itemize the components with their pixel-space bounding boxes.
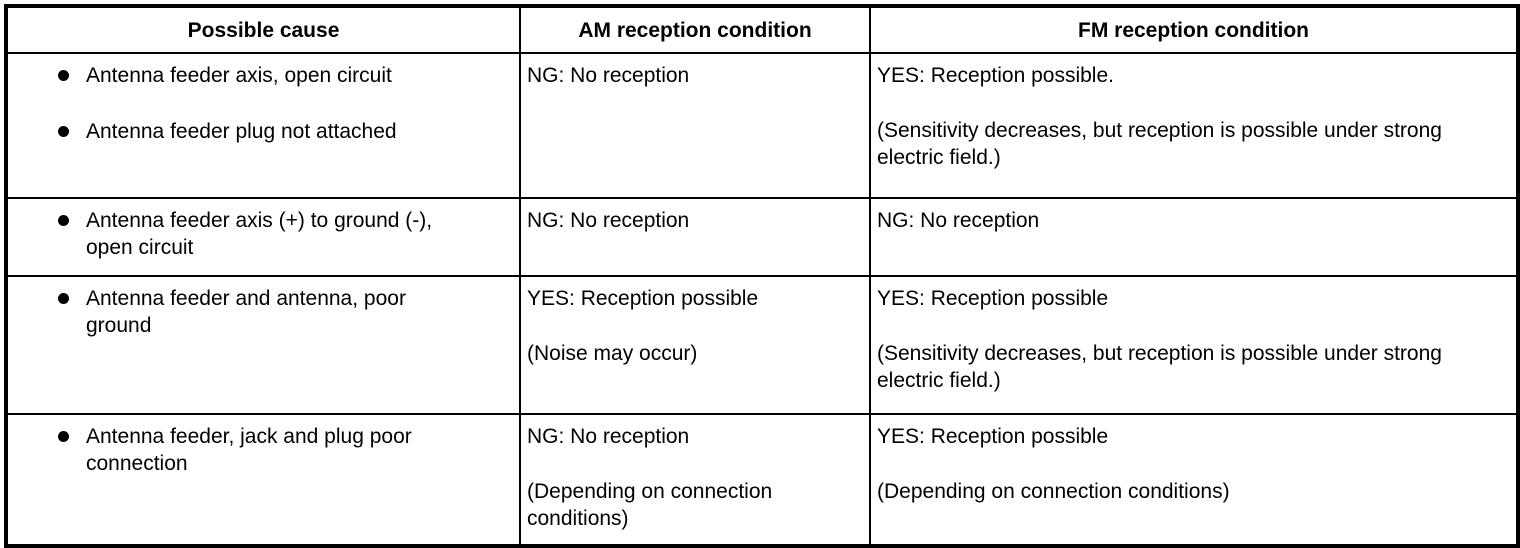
condition-note: (Sensitivity decreases, but reception is…: [877, 119, 1442, 169]
condition-text: YES: Reception possible: [877, 287, 1109, 310]
cause-item: Antenna feeder axis (+) to ground (-), o…: [8, 207, 509, 261]
cause-text: Antenna feeder, jack and plug poor conne…: [86, 425, 412, 475]
cause-text: Antenna feeder and antenna, poor ground: [86, 287, 406, 337]
cause-cell: Antenna feeder, jack and plug poor conne…: [5, 413, 521, 547]
fm-condition-cell: YES: Reception possible (Depending on co…: [869, 413, 1519, 547]
am-condition-cell: NG: No reception (Depending on connectio…: [519, 413, 871, 547]
cause-item: Antenna feeder and antenna, poor ground: [8, 285, 509, 339]
am-condition-cell: NG: No reception: [519, 197, 871, 277]
cause-cell: Antenna feeder axis, open circuit Antenn…: [5, 52, 521, 199]
am-condition-cell: YES: Reception possible (Noise may occur…: [519, 275, 871, 415]
table-row-4: Antenna feeder, jack and plug poor conne…: [5, 413, 1519, 547]
reception-condition-table: Possible cause AM reception condition FM…: [4, 4, 1520, 548]
table-header-row: Possible cause AM reception condition FM…: [5, 5, 1519, 54]
cause-item: Antenna feeder axis, open circuit: [8, 62, 509, 89]
condition-text: YES: Reception possible: [527, 287, 759, 310]
cause-text: Antenna feeder plug not attached: [86, 120, 397, 143]
fm-condition-cell: NG: No reception: [869, 197, 1519, 277]
cause-text: Antenna feeder axis, open circuit: [86, 64, 392, 87]
condition-text: NG: No reception: [527, 64, 690, 87]
bullet-icon: [58, 293, 69, 304]
condition-note: (Sensitivity decreases, but reception is…: [877, 342, 1442, 392]
table-row-2: Antenna feeder axis (+) to ground (-), o…: [5, 197, 1519, 277]
fm-condition-cell: YES: Reception possible. (Sensitivity de…: [869, 52, 1519, 199]
bullet-icon: [58, 70, 69, 81]
am-condition-cell: NG: No reception: [519, 52, 871, 199]
cause-text: Antenna feeder axis (+) to ground (-), o…: [86, 209, 433, 259]
bullet-icon: [58, 431, 69, 442]
col-header-am-reception: AM reception condition: [519, 5, 871, 54]
col-header-possible-cause: Possible cause: [5, 5, 521, 54]
table-row-3: Antenna feeder and antenna, poor ground …: [5, 275, 1519, 415]
bullet-icon: [58, 215, 69, 226]
condition-note: (Depending on connection conditions): [527, 480, 773, 530]
condition-text: YES: Reception possible.: [877, 64, 1114, 87]
cause-item: Antenna feeder, jack and plug poor conne…: [8, 423, 509, 477]
cause-item: Antenna feeder plug not attached: [8, 118, 509, 145]
col-header-fm-reception: FM reception condition: [869, 5, 1519, 54]
cause-cell: Antenna feeder axis (+) to ground (-), o…: [5, 197, 521, 277]
bullet-icon: [58, 126, 69, 137]
condition-note: (Depending on connection conditions): [877, 480, 1230, 503]
table-row-1: Antenna feeder axis, open circuit Antenn…: [5, 52, 1519, 199]
condition-text: NG: No reception: [527, 425, 690, 448]
condition-text: YES: Reception possible: [877, 425, 1109, 448]
condition-text: NG: No reception: [877, 209, 1040, 232]
condition-text: NG: No reception: [527, 209, 690, 232]
condition-note: (Noise may occur): [527, 342, 698, 365]
fm-condition-cell: YES: Reception possible (Sensitivity dec…: [869, 275, 1519, 415]
cause-cell: Antenna feeder and antenna, poor ground: [5, 275, 521, 415]
